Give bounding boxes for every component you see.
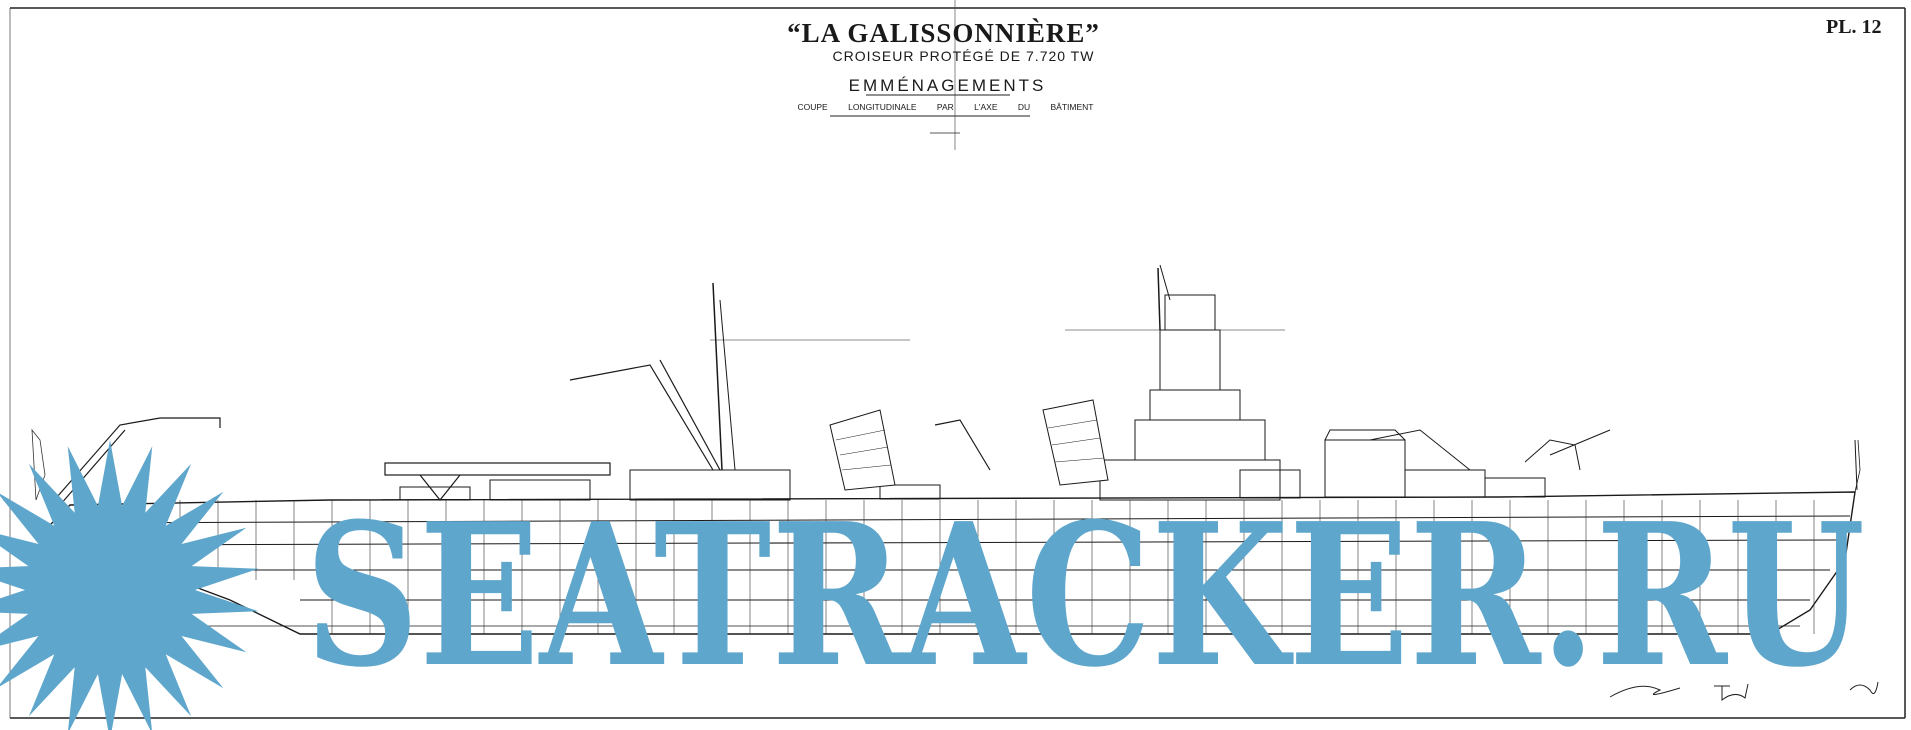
funnels <box>829 399 1109 491</box>
cranes <box>49 359 991 506</box>
signatures <box>1609 681 1879 702</box>
cut-label: COUPE LONGITUDINALE PAR L'AXE DU BÂTIMEN… <box>797 102 1094 112</box>
drawing-subtitle: CROISEUR PROTÉGÉ DE 7.720 TW <box>832 48 1095 64</box>
gun-turrets <box>1239 429 1611 499</box>
starburst-logo <box>0 440 259 730</box>
watermark-text: SEATRACKER.RU <box>305 481 1865 711</box>
plate-number: PL. 12 <box>1826 16 1882 38</box>
bulkheads <box>179 500 1815 634</box>
section-title: EMMÉNAGEMENTS <box>848 76 1047 95</box>
sheet-border <box>9 7 1906 719</box>
superstructure <box>399 294 1546 501</box>
masts <box>710 264 1858 491</box>
watermark: SEATRACKER.RU <box>0 440 1865 730</box>
drawing-title: “LA GALISSONNIÈRE” <box>787 18 1100 48</box>
